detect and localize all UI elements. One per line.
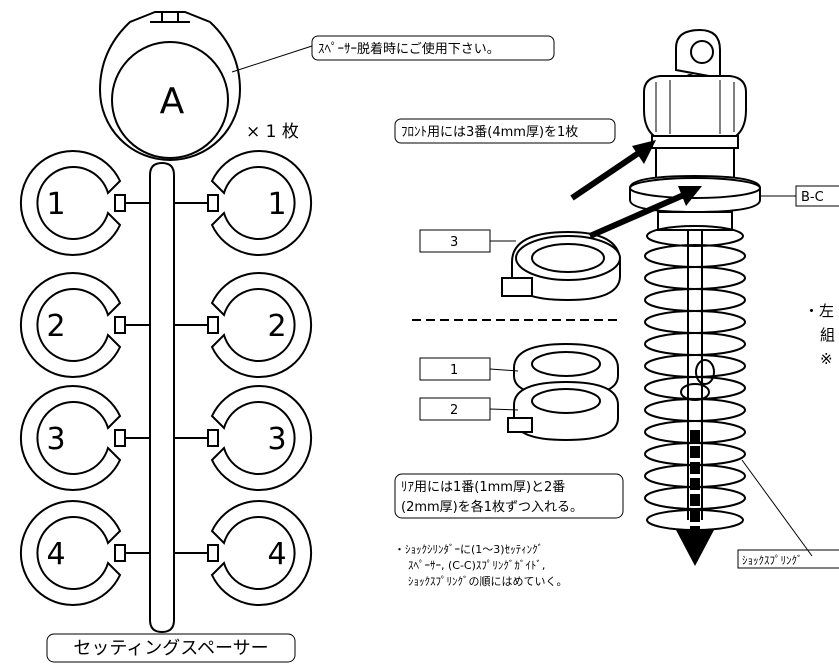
spacer-2-illustration <box>507 380 619 442</box>
sprue-num-right-2: 2 <box>267 309 286 344</box>
spacer-a-count: × 1 枚 <box>246 122 299 142</box>
spacer-tag-3: 3 <box>450 235 458 250</box>
right-note-3: ※ <box>820 350 833 368</box>
sprue-num-right-1: 1 <box>267 187 286 222</box>
sprue-num-right-4: 4 <box>267 537 286 572</box>
rear-note-line-1: ﾘｱ用には1番(1mm厚)と2番 <box>401 480 565 495</box>
assembly-note-line-2: ｽﾍﾟｰｻｰ, (C-C)ｽﾌﾟﾘﾝｸﾞｶﾞｲﾄﾞ, <box>408 559 545 572</box>
sprue-num-left-3: 3 <box>46 422 65 457</box>
front-note: ﾌﾛﾝﾄ用には3番(4mm厚)を1枚 <box>401 125 578 140</box>
sprue-num-right-3: 3 <box>267 422 286 457</box>
rear-note-line-2: (2mm厚)を各1枚ずつ入れる。 <box>401 499 583 515</box>
spacer-a-ring: A <box>98 11 242 161</box>
spacer-tag-2: 2 <box>450 403 458 418</box>
spacer-a-note: ｽﾍﾟｰｻｰ脱着時にご使用下さい。 <box>318 41 500 57</box>
sprue-num-left-4: 4 <box>46 537 65 572</box>
spacer-3-illustration <box>501 230 621 302</box>
sprue-left-spacers <box>19 150 150 606</box>
assembly-note-line-1: ・ｼｮｯｸｼﾘﾝﾀﾞｰに(1～3)ｾｯﾃｨﾝｸﾞ <box>394 543 543 556</box>
part-label-spring: ｼｮｯｸｽﾌﾟﾘﾝｸﾞ <box>742 554 803 567</box>
sprue-caption: セッティングスペーサー <box>73 638 268 659</box>
spacer-tag-1: 1 <box>450 363 458 378</box>
spacer-a-letter: A <box>160 81 185 122</box>
sprue-frame <box>149 161 175 634</box>
sprue-num-left-1: 1 <box>46 187 65 222</box>
right-note-1: ・左 <box>804 302 834 320</box>
down-arrow <box>676 430 714 566</box>
right-note-2: 組 <box>820 326 835 344</box>
install-arrows <box>570 140 702 239</box>
sprue-right-spacers <box>174 150 313 606</box>
assembly-note-line-3: ｼｮｯｸｽﾌﾟﾘﾝｸﾞの順にはめていく。 <box>408 575 568 588</box>
sprue-num-left-2: 2 <box>46 309 65 344</box>
part-label-bc: B-C <box>801 190 824 205</box>
